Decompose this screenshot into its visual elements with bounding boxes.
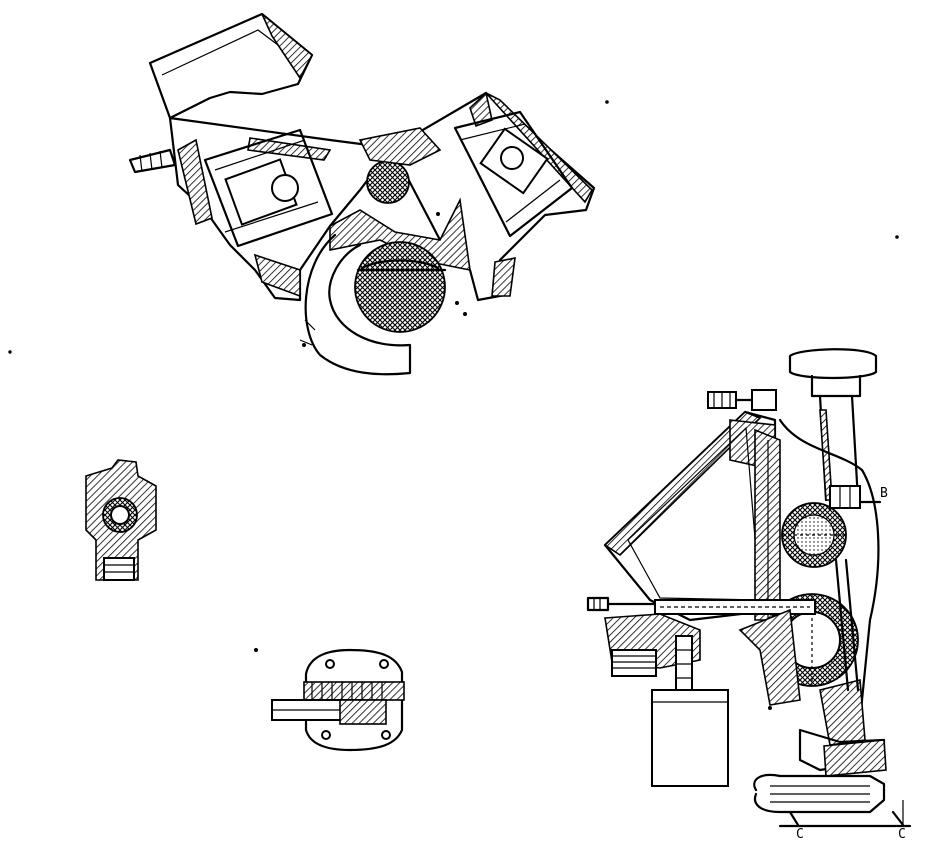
oil-pump-section: [254, 648, 405, 752]
section-c-right-label: C: [898, 827, 906, 842]
block-lubrication-section: B C C: [8, 100, 912, 842]
section-c-left-label: C: [796, 827, 804, 842]
valve-detail-section: [85, 459, 157, 581]
v-engine-cross-section: [128, 12, 596, 376]
section-b-label: B: [880, 486, 888, 501]
